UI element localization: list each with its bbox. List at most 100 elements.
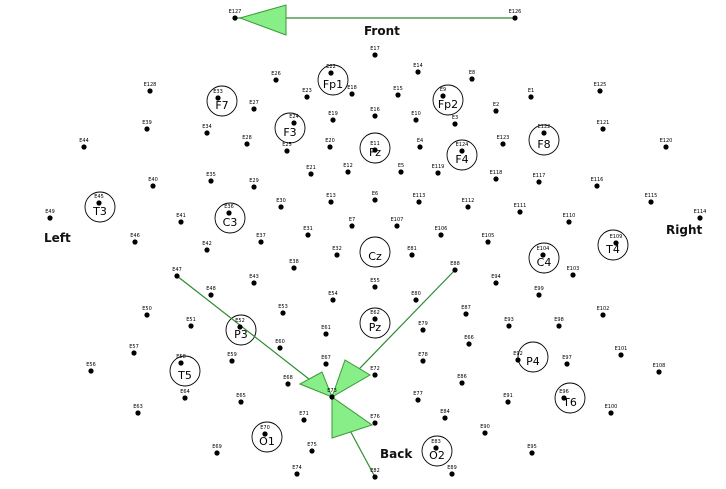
electrode-e32[interactable]: E32 xyxy=(332,246,342,258)
electrode-e45[interactable]: E45 xyxy=(94,194,104,206)
electrode-e61[interactable]: E61 xyxy=(321,325,331,337)
electrode-e111[interactable]: E111 xyxy=(514,203,527,215)
electrode-e47[interactable]: E47 xyxy=(172,267,182,279)
electrode-e106[interactable]: E106 xyxy=(435,226,448,238)
electrode-e94[interactable]: E94 xyxy=(491,274,501,286)
electrode-e115[interactable]: E115 xyxy=(645,193,658,205)
electrode-e124[interactable]: E124 xyxy=(456,142,469,154)
electrode-e121[interactable]: E121 xyxy=(597,120,610,132)
electrode-e10[interactable]: E10 xyxy=(411,111,421,123)
electrode-e128[interactable]: E128 xyxy=(144,82,157,94)
electrode-e89[interactable]: E89 xyxy=(447,465,457,477)
electrode-e38[interactable]: E38 xyxy=(289,259,299,271)
electrode-e44[interactable]: E44 xyxy=(79,138,89,150)
electrode-e68[interactable]: E68 xyxy=(283,375,293,387)
electrode-e69[interactable]: E69 xyxy=(212,444,222,456)
electrode-e16[interactable]: E16 xyxy=(370,107,380,119)
electrode-e29[interactable]: E29 xyxy=(249,178,259,190)
electrode-e112[interactable]: E112 xyxy=(462,198,475,210)
electrode-e21[interactable]: E21 xyxy=(306,165,316,177)
electrode-e25[interactable]: E25 xyxy=(282,142,292,154)
electrode-e33[interactable]: E33 xyxy=(213,89,223,101)
electrode-e59[interactable]: E59 xyxy=(227,352,237,364)
electrode-e116[interactable]: E116 xyxy=(591,177,604,189)
electrode-e105[interactable]: E105 xyxy=(482,233,495,245)
electrode-e40[interactable]: E40 xyxy=(148,177,158,189)
electrode-e48[interactable]: E48 xyxy=(206,286,216,298)
electrode-e49[interactable]: E49 xyxy=(45,209,55,221)
electrode-e84[interactable]: E84 xyxy=(440,409,450,421)
electrode-e120[interactable]: E120 xyxy=(660,138,673,150)
electrode-e22[interactable]: E22 xyxy=(326,64,336,76)
electrode-e119[interactable]: E119 xyxy=(432,164,445,176)
electrode-e102[interactable]: E102 xyxy=(597,306,610,318)
electrode-e118[interactable]: E118 xyxy=(490,170,503,182)
electrode-e3[interactable]: E3 xyxy=(452,115,458,127)
electrode-e122[interactable]: E122 xyxy=(538,124,551,136)
electrode-e1[interactable]: E1 xyxy=(528,88,534,100)
electrode-e42[interactable]: E42 xyxy=(202,241,212,253)
electrode-e4[interactable]: E4 xyxy=(417,138,423,150)
electrode-e53[interactable]: E53 xyxy=(278,304,288,316)
electrode-e108[interactable]: E108 xyxy=(653,363,666,375)
electrode-e80[interactable]: E80 xyxy=(411,291,421,303)
electrode-e96[interactable]: E96 xyxy=(559,389,569,401)
electrode-e15[interactable]: E15 xyxy=(393,86,403,98)
electrode-e5[interactable]: E5 xyxy=(398,163,404,175)
electrode-e76[interactable]: E76 xyxy=(370,414,380,426)
electrode-e2[interactable]: E2 xyxy=(493,102,499,114)
electrode-e13[interactable]: E13 xyxy=(326,193,336,205)
electrode-e79[interactable]: E79 xyxy=(418,321,428,333)
electrode-e125[interactable]: E125 xyxy=(594,82,607,94)
electrode-e7[interactable]: E7 xyxy=(349,217,355,229)
electrode-e6[interactable]: E6 xyxy=(372,191,378,203)
electrode-e98[interactable]: E98 xyxy=(554,317,564,329)
electrode-e18[interactable]: E18 xyxy=(347,85,357,97)
electrode-e86[interactable]: E86 xyxy=(457,374,467,386)
electrode-e36[interactable]: E36 xyxy=(224,204,234,216)
electrode-e91[interactable]: E91 xyxy=(503,393,513,405)
electrode-e123[interactable]: E123 xyxy=(497,135,510,147)
electrode-e17[interactable]: E17 xyxy=(370,46,380,58)
electrode-e28[interactable]: E28 xyxy=(242,135,252,147)
electrode-e62[interactable]: E62 xyxy=(370,310,380,322)
electrode-e41[interactable]: E41 xyxy=(176,213,186,225)
electrode-e88[interactable]: E88 xyxy=(450,261,460,273)
electrode-e104[interactable]: E104 xyxy=(537,246,550,258)
electrode-e103[interactable]: E103 xyxy=(567,266,580,278)
electrode-e95[interactable]: E95 xyxy=(527,444,537,456)
electrode-e19[interactable]: E19 xyxy=(328,111,338,123)
electrode-e113[interactable]: E113 xyxy=(413,193,426,205)
electrode-e97[interactable]: E97 xyxy=(562,355,572,367)
electrode-e107[interactable]: E107 xyxy=(391,217,404,229)
electrode-e24[interactable]: E24 xyxy=(289,114,299,126)
electrode-e101[interactable]: E101 xyxy=(615,346,628,358)
electrode-e55[interactable]: E55 xyxy=(370,278,380,290)
electrode-e77[interactable]: E77 xyxy=(413,391,423,403)
electrode-e64[interactable]: E64 xyxy=(180,389,190,401)
electrode-e8[interactable]: E8 xyxy=(469,70,475,82)
electrode-e73[interactable]: E73 xyxy=(327,388,337,400)
electrode-e78[interactable]: E78 xyxy=(418,352,428,364)
electrode-e81[interactable]: E81 xyxy=(407,246,417,258)
electrode-e46[interactable]: E46 xyxy=(130,233,140,245)
electrode-e52[interactable]: E52 xyxy=(235,318,245,330)
electrode-e31[interactable]: E31 xyxy=(303,226,313,238)
electrode-e57[interactable]: E57 xyxy=(129,344,139,356)
electrode-e35[interactable]: E35 xyxy=(206,172,216,184)
electrode-e56[interactable]: E56 xyxy=(86,362,96,374)
electrode-e83[interactable]: E83 xyxy=(431,439,441,451)
electrode-e12[interactable]: E12 xyxy=(343,163,353,175)
electrode-e90[interactable]: E90 xyxy=(480,424,490,436)
electrode-e100[interactable]: E100 xyxy=(605,404,618,416)
electrode-e67[interactable]: E67 xyxy=(321,355,331,367)
electrode-e110[interactable]: E110 xyxy=(563,213,576,225)
electrode-e70[interactable]: E70 xyxy=(260,425,270,437)
electrode-e23[interactable]: E23 xyxy=(302,88,312,100)
electrode-e39[interactable]: E39 xyxy=(142,120,152,132)
electrode-e74[interactable]: E74 xyxy=(292,465,302,477)
electrode-e60[interactable]: E60 xyxy=(275,339,285,351)
electrode-e51[interactable]: E51 xyxy=(186,317,196,329)
electrode-e117[interactable]: E117 xyxy=(533,173,546,185)
electrode-e37[interactable]: E37 xyxy=(256,233,266,245)
